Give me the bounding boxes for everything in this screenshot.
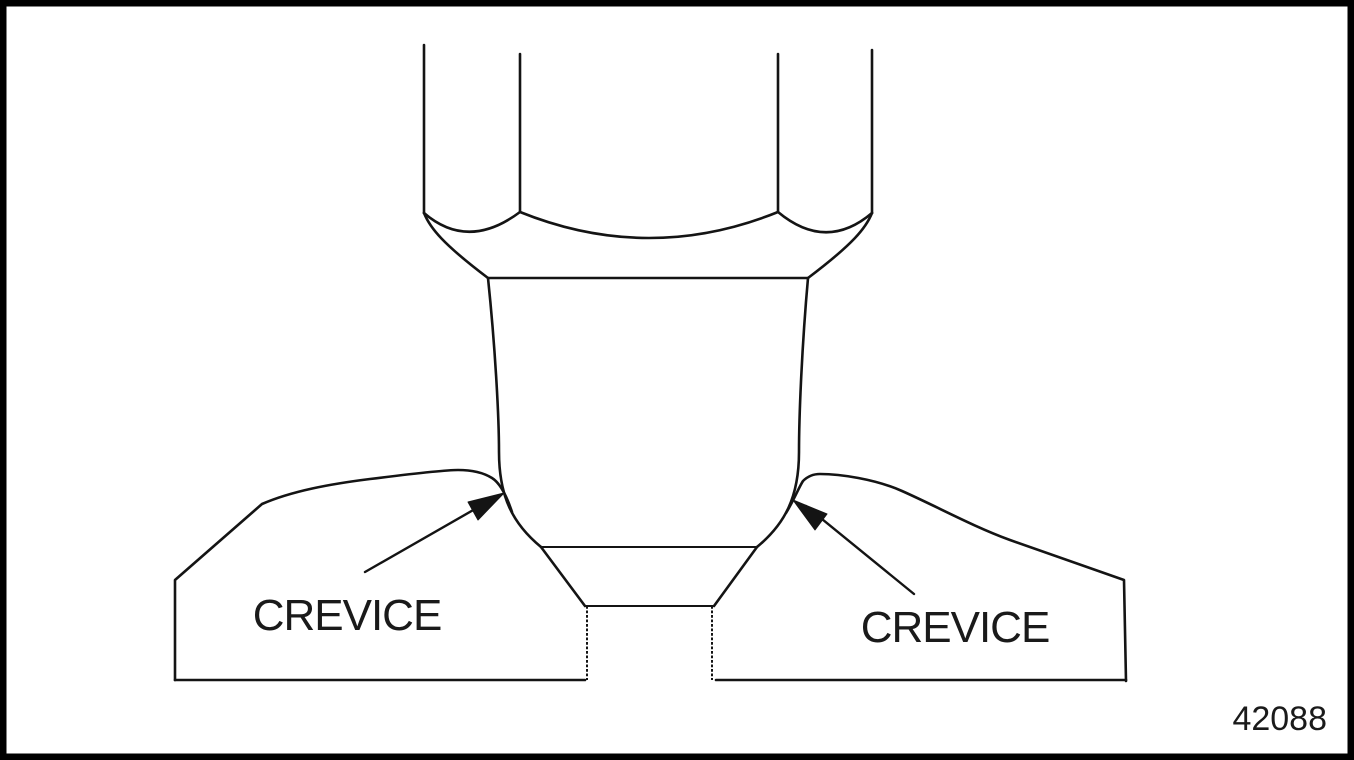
crevice-label-left: CREVICE [253,591,442,640]
plug-body-right-edge [755,276,810,549]
hex-middle-facet-bottom-arc [518,210,780,240]
hex-left-chamfer [422,211,490,280]
right-arrow-shaft [804,504,916,596]
left-arrow-shaft [363,499,491,574]
spark-plug-body [486,276,810,680]
plug-body-left-edge [486,276,543,549]
crevice-label-right: CREVICE [861,603,1050,652]
cylinder-head-section [173,468,1128,683]
hex-right-facet-bottom-arc [776,210,874,234]
figure-number: 42088 [1232,700,1327,738]
right-leader-arrow [792,499,916,596]
hex-left-facet-bottom-arc [422,210,522,233]
hex-right-chamfer [806,211,874,280]
left-arrow-head-icon [467,492,505,521]
right-mound-outline [784,472,1128,683]
plug-tip-taper-left [539,545,587,608]
spark-plug-hex-head [422,43,874,280]
left-leader-arrow [363,492,505,574]
left-mound-outline [173,468,514,682]
right-arrow-head-icon [792,499,828,531]
plug-tip-taper-right [712,545,759,608]
